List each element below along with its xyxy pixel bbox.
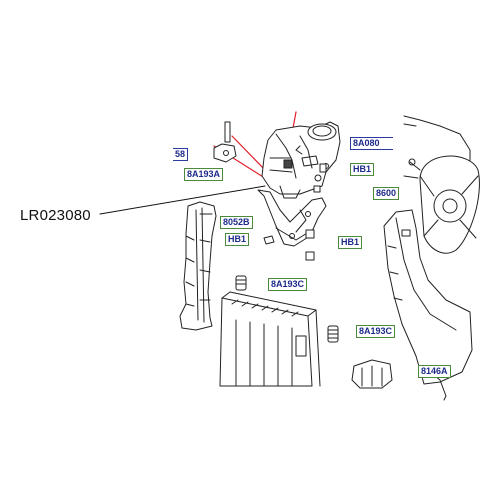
callout-8a193c-mid[interactable]: 8A193C xyxy=(268,278,308,291)
callout-hb1-right[interactable]: HB1 xyxy=(338,236,363,249)
callout-8600[interactable]: 8600 xyxy=(373,187,400,200)
fasteners xyxy=(263,163,327,261)
radiator xyxy=(219,291,321,387)
callout-8a193a[interactable]: 8A193A xyxy=(184,168,224,181)
callout-8a193c-low[interactable]: 8A193C xyxy=(356,325,396,338)
coolant-reservoir xyxy=(261,121,341,199)
side-air-deflector xyxy=(179,201,217,331)
callout-8146a[interactable]: 8146A xyxy=(418,365,451,378)
callout-hb1-left[interactable]: HB1 xyxy=(225,233,250,246)
pipe-clip xyxy=(213,121,237,163)
hose-couplings xyxy=(235,275,339,343)
part-number-leader xyxy=(99,185,266,215)
fan-shroud xyxy=(383,209,473,385)
callout-8a080[interactable]: 8A080 xyxy=(350,137,393,150)
cooling-fan xyxy=(403,115,480,254)
callout-8052b[interactable]: 8052B xyxy=(220,216,253,229)
callout-58[interactable]: 58 xyxy=(173,148,189,161)
main-part-number: LR023080 xyxy=(20,207,91,224)
callout-hb1-top[interactable]: HB1 xyxy=(350,163,375,176)
